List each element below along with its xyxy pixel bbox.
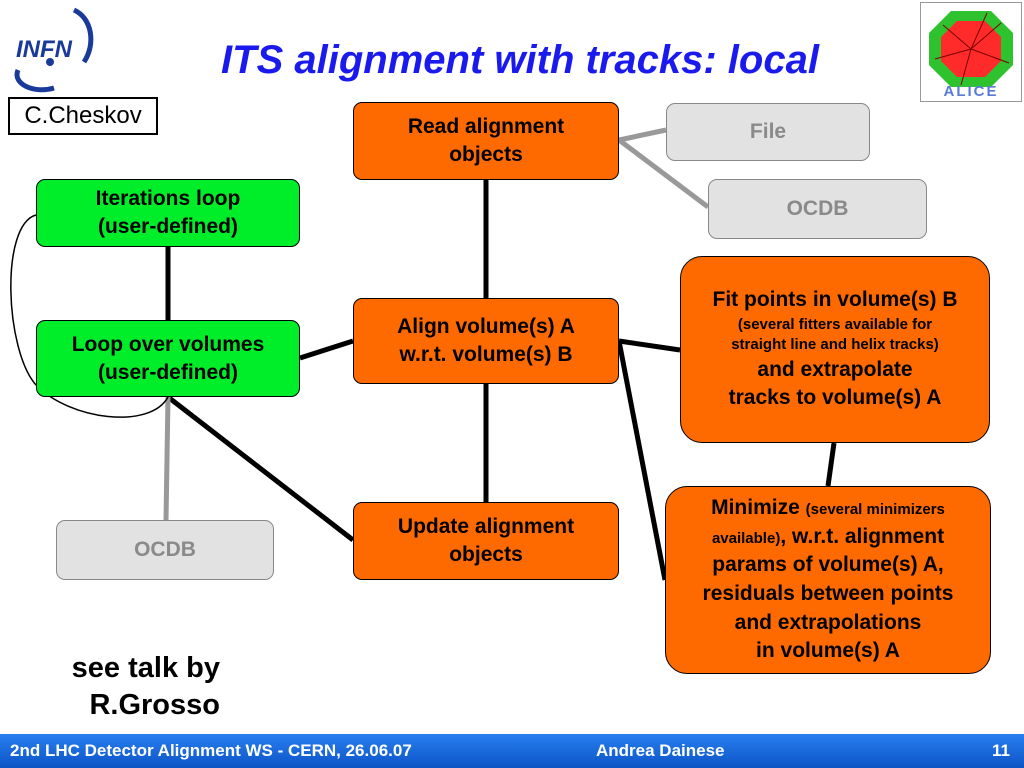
update-alignment-line-1: Update alignment [397, 515, 575, 539]
file-box: File [666, 103, 870, 161]
author-label: C.Cheskov [8, 97, 158, 135]
footer-page-number: 11 [992, 741, 1010, 760]
minimize-line-6: in volume(s) A [756, 639, 900, 663]
footer-presenter: Andrea Dainese [596, 741, 725, 760]
update-alignment-line-2: objects [449, 543, 523, 566]
alice-logo-text: ALICE [943, 83, 999, 100]
align-volume-line-1: Align volume(s) A [397, 315, 575, 339]
loop-volumes-line-2: (user-defined) [97, 360, 238, 384]
read-alignment-box: Read alignment objects [353, 102, 619, 180]
minimize-line-2: available), w.r.t. alignment [712, 523, 944, 552]
alice-logo: ALICE [920, 2, 1022, 102]
line-loop-to-ocdb [163, 396, 171, 521]
infn-logo: INFN [4, 4, 100, 96]
see-talk-line-2: R.Grosso [89, 689, 220, 722]
infn-logo-text: INFN [16, 36, 72, 63]
iteration-loop-arc [10, 214, 37, 386]
footer-event: 2nd LHC Detector Alignment WS - CERN, 26… [10, 741, 412, 760]
minimize-line-5: and extrapolations [734, 610, 922, 634]
minimize-wrt: , w.r.t. alignment [780, 524, 945, 548]
line-align-to-fit [618, 338, 681, 353]
loop-volumes-line-1: Loop over volumes [71, 332, 265, 356]
align-volume-box: Align volume(s) A w.r.t. volume(s) B [353, 298, 619, 384]
iterations-loop-line-2: (user-defined) [97, 215, 238, 238]
minimize-note-1: (several minimizers [805, 501, 945, 519]
fit-points-box: Fit points in volume(s) B (several fitte… [680, 256, 990, 443]
minimize-line-1: Minimize (several minimizers [711, 494, 945, 523]
minimize-line-3: params of volume(s) A, [712, 553, 944, 577]
line-align-to-minimize [616, 340, 668, 581]
line-loop-to-align [299, 338, 354, 361]
fit-points-line-5: tracks to volume(s) A [728, 386, 942, 410]
line-read-to-ocdb [617, 138, 710, 209]
slide-title: ITS alignment with tracks: local [221, 38, 819, 82]
line-read-to-file [618, 127, 667, 143]
ocdb-bottom-box: OCDB [56, 520, 274, 580]
line-loop-to-update [166, 395, 355, 542]
minimize-keyword: Minimize [711, 496, 800, 520]
fit-points-line-3: straight line and helix tracks) [731, 336, 939, 354]
fit-points-line-1: Fit points in volume(s) B [712, 288, 958, 312]
line-fit-to-minimize [825, 442, 837, 487]
minimize-box: Minimize (several minimizers available),… [665, 486, 991, 674]
fit-points-line-4: and extrapolate [757, 357, 913, 381]
loop-volumes-box: Loop over volumes (user-defined) [36, 320, 300, 397]
fit-points-line-2: (several fitters available for [737, 315, 933, 333]
see-talk-line-1: see talk by [71, 652, 220, 684]
read-alignment-line-2: objects [449, 143, 523, 166]
see-talk-note: see talk by R.Grosso [30, 650, 220, 724]
alice-logo-icon [929, 11, 1013, 87]
footer-bar: 2nd LHC Detector Alignment WS - CERN, 26… [0, 734, 1024, 768]
minimize-line-4: residuals between points [702, 582, 954, 605]
minimize-note-2: available) [711, 529, 781, 547]
ocdb-top-box: OCDB [708, 179, 927, 239]
read-alignment-line-1: Read alignment [407, 115, 565, 139]
iterations-loop-box: Iterations loop (user-defined) [36, 179, 300, 247]
infn-logo-icon [14, 7, 94, 93]
update-alignment-box: Update alignment objects [353, 502, 619, 580]
iterations-loop-line-1: Iterations loop [95, 187, 241, 211]
align-volume-line-2: w.r.t. volume(s) B [399, 343, 573, 366]
